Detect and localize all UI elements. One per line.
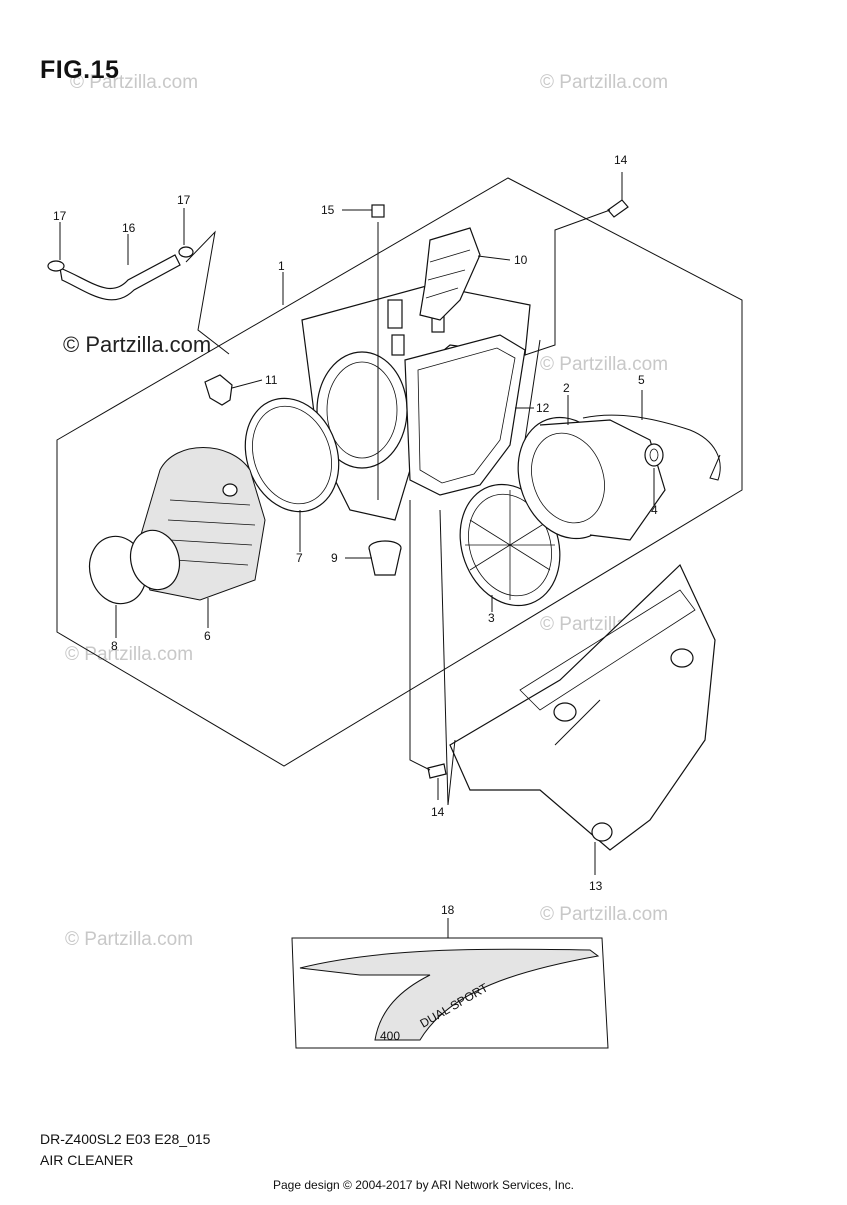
callout-8: 8 <box>111 639 118 653</box>
page-footer: Page design © 2004-2017 by ARI Network S… <box>272 1178 574 1192</box>
assembly-outline <box>56 177 743 767</box>
side-cover <box>449 563 716 851</box>
side-cover-body <box>449 563 716 851</box>
callout-13: 13 <box>589 879 603 893</box>
section-name: AIR CLEANER <box>40 1152 134 1168</box>
callout-labels: 1 2 3 4 5 6 7 8 9 10 11 12 13 14 14 15 1… <box>53 153 658 917</box>
retaining-wire <box>582 414 721 481</box>
watermark-top-left: © Partzilla.com <box>70 72 198 93</box>
callout-6: 6 <box>204 629 211 643</box>
callout-14-bottom: 14 <box>431 805 445 819</box>
drain-plug-body <box>368 547 402 576</box>
case-drain-stub <box>391 334 405 356</box>
duct-clamp <box>88 529 181 605</box>
breather-hose <box>59 254 181 301</box>
diagram-code: DR-Z400SL2 E03 E28_015 <box>40 1131 211 1147</box>
case-boss-left <box>387 299 403 329</box>
breather-hose-group <box>47 230 230 355</box>
callout-18: 18 <box>441 903 455 917</box>
breather-joint <box>204 374 233 406</box>
hose-assembly-bracket <box>185 230 230 355</box>
decal-model-text: 400 <box>380 1029 400 1043</box>
callout-17-right: 17 <box>177 193 191 207</box>
watermark-top-right: © Partzilla.com <box>540 72 668 93</box>
callout-2: 2 <box>563 381 570 395</box>
cover-grommet-right <box>670 648 694 668</box>
callout-12: 12 <box>536 401 550 415</box>
watermark-group: © Partzilla.com © Partzilla.com © Partzi… <box>63 72 668 950</box>
case-intake-inner <box>326 361 398 459</box>
guide-lines <box>377 209 611 806</box>
bolt-top <box>607 199 629 218</box>
cover-grommet-left <box>553 702 577 722</box>
callout-11: 11 <box>265 373 278 387</box>
watermark-lower-left: © Partzilla.com <box>65 644 193 665</box>
callout-3: 3 <box>488 611 495 625</box>
watermark-dark: © Partzilla.com <box>63 332 211 357</box>
watermark-mid-right: © Partzilla.com <box>540 354 668 375</box>
callout-10: 10 <box>514 253 528 267</box>
callout-14-top: 14 <box>614 153 628 167</box>
callout-4: 4 <box>651 503 658 517</box>
figure-title: FIG.15 <box>40 56 120 84</box>
washer <box>644 443 664 467</box>
duct-fitting <box>222 483 238 497</box>
drain-plug <box>368 540 402 576</box>
leader-lines <box>59 172 655 938</box>
callout-15: 15 <box>321 203 335 217</box>
filter-element <box>517 416 666 541</box>
clamp-ring-inner <box>252 405 332 505</box>
hose-clip-right <box>178 246 194 258</box>
callout-7: 7 <box>296 551 303 565</box>
decal-group: DUAL SPORT 400 <box>291 937 609 1049</box>
watermark-bottom-left: © Partzilla.com <box>65 929 193 950</box>
hose-clip-left <box>47 260 65 272</box>
callout-17-left: 17 <box>53 209 67 223</box>
bolt-lower <box>427 763 447 779</box>
callout-16: 16 <box>122 221 136 235</box>
watermark-bottom-right: © Partzilla.com <box>540 904 668 925</box>
callout-5: 5 <box>638 373 645 387</box>
seal-gasket <box>404 334 526 496</box>
callout-1: 1 <box>278 259 285 273</box>
decal-shape <box>299 948 600 1041</box>
cover-grommet-bottom <box>591 822 613 842</box>
intake-boot <box>419 227 481 321</box>
duct-outlet <box>129 529 181 591</box>
bolt-upper-left <box>371 204 385 218</box>
decal-frame <box>291 937 609 1049</box>
callout-9: 9 <box>331 551 338 565</box>
